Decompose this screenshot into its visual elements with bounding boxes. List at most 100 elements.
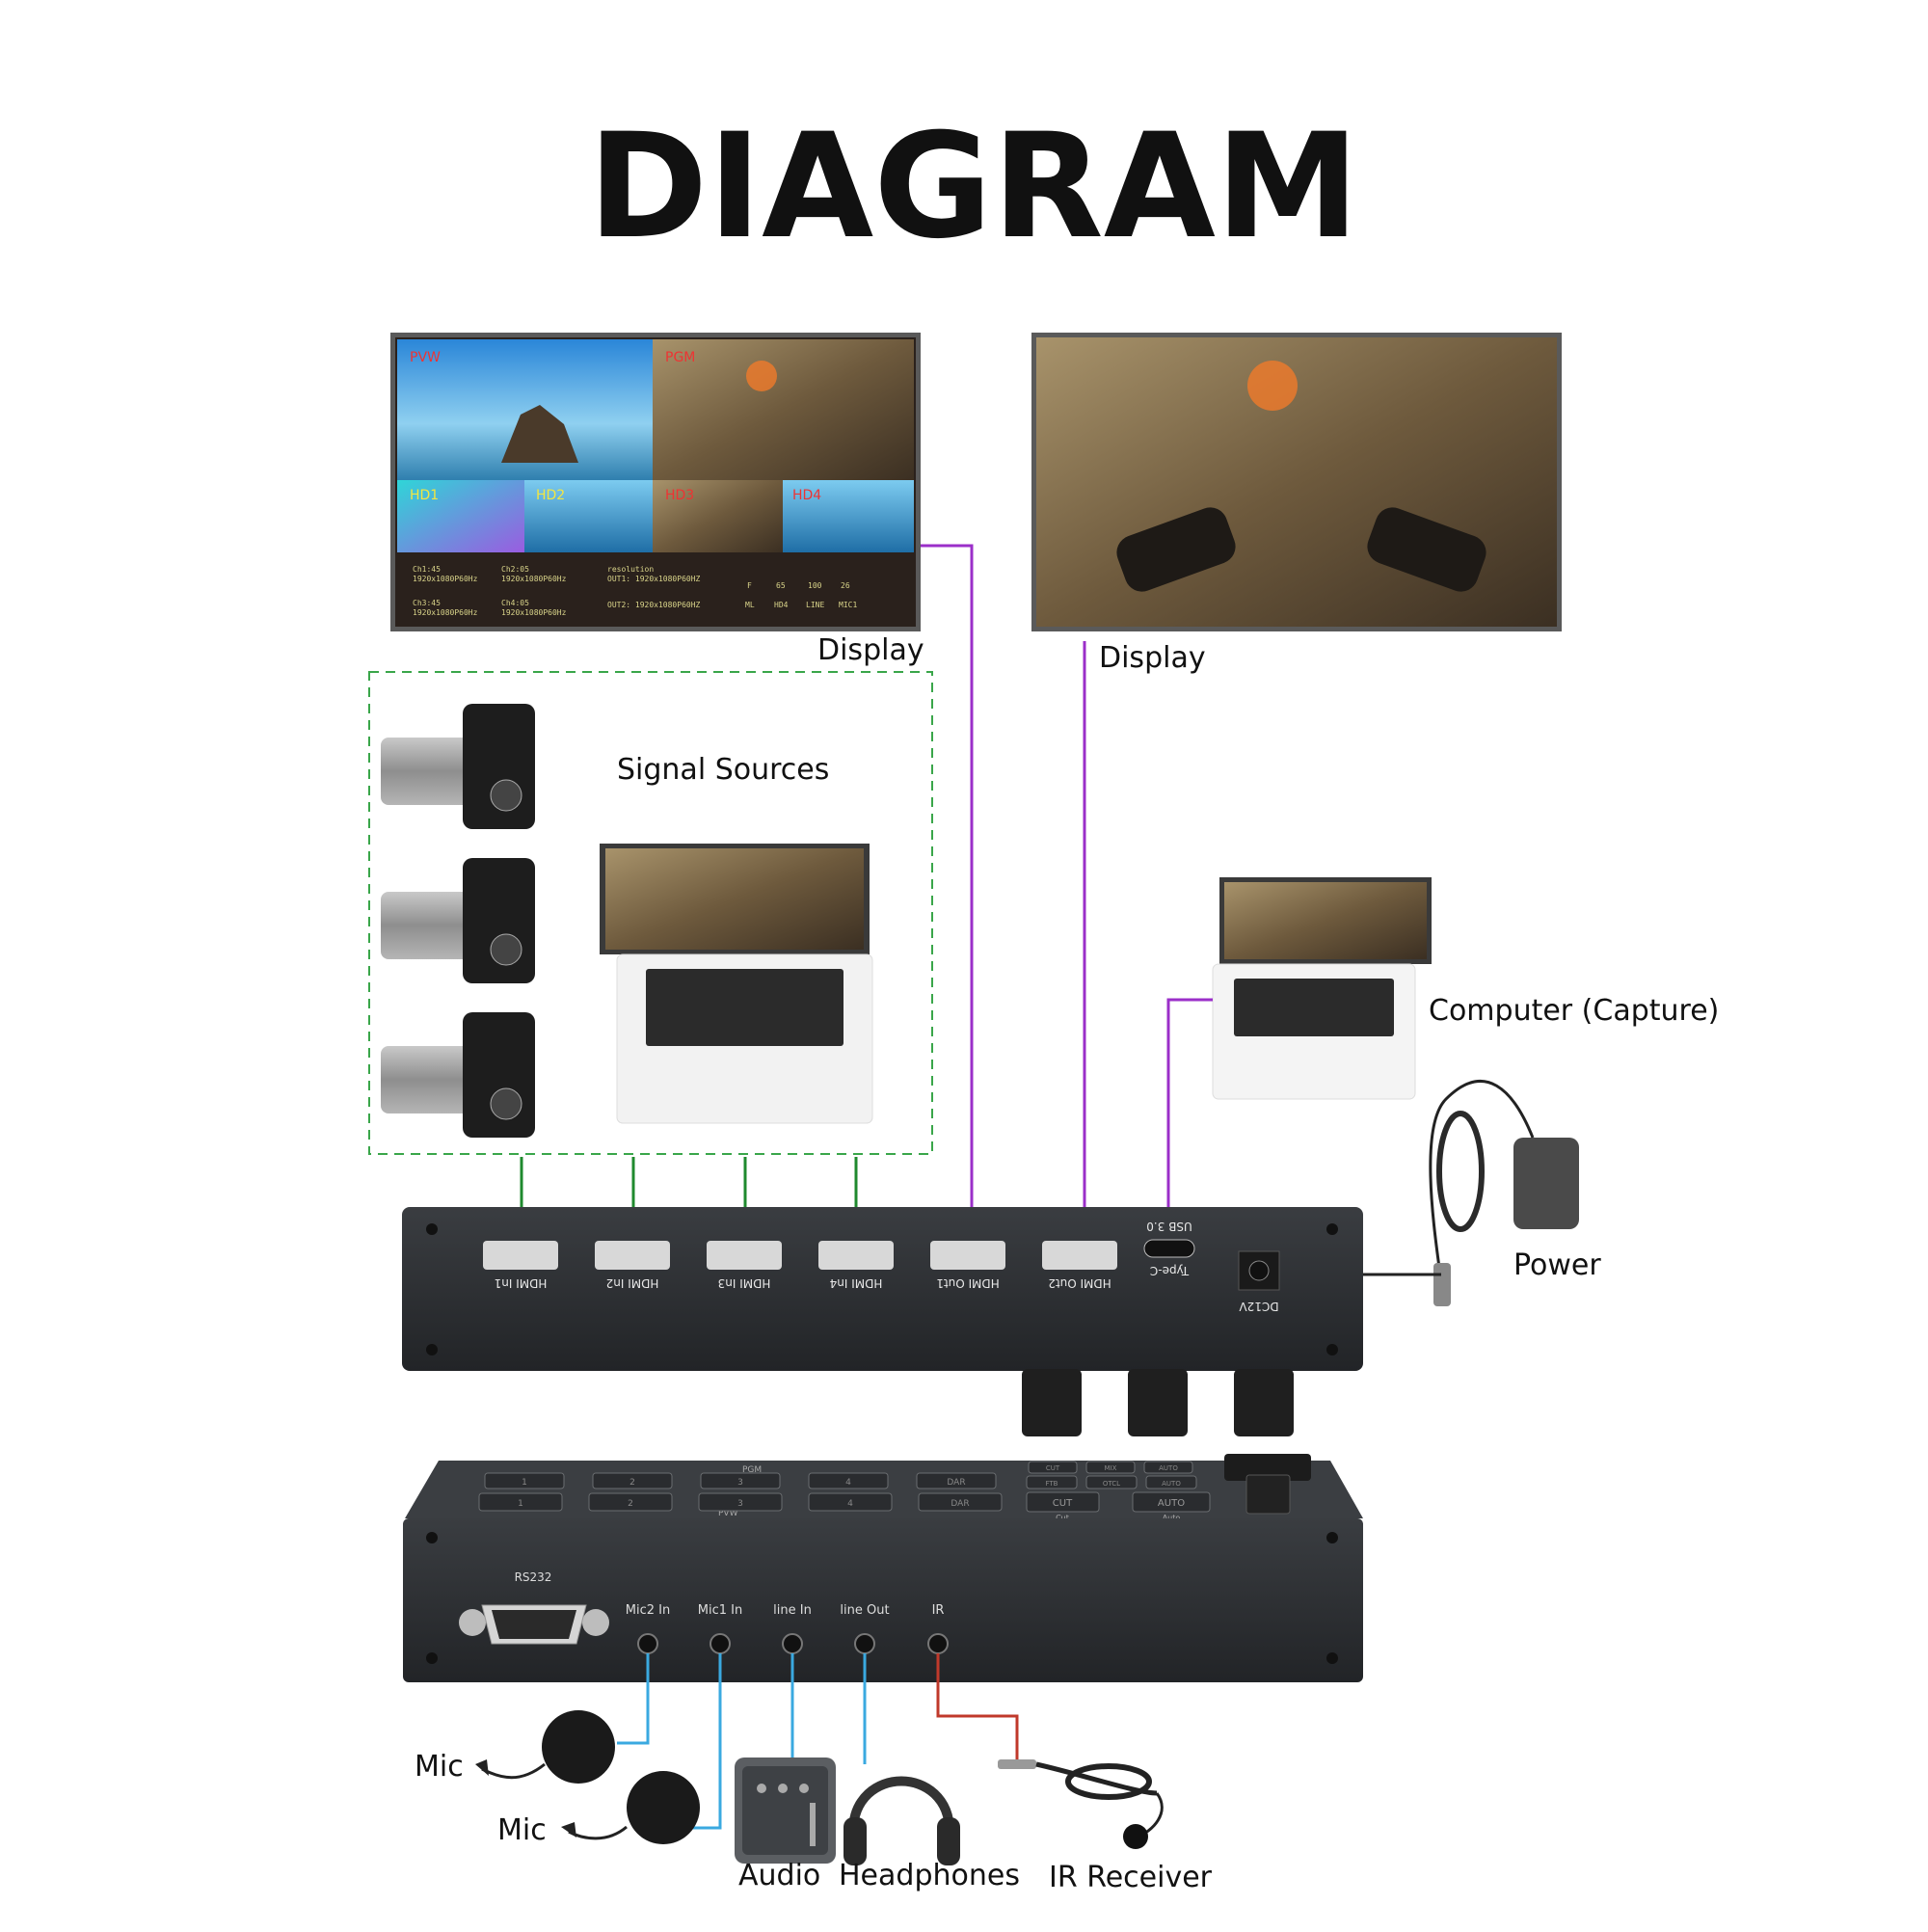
status-r0c2: resolution <box>607 565 654 574</box>
label-hd1: HD1 <box>410 488 439 503</box>
side-key-otcl[interactable]: OTCL <box>1085 1475 1138 1489</box>
pvw-key-dar[interactable]: DAR <box>918 1492 1003 1512</box>
side-key-mix[interactable]: MIX <box>1085 1461 1136 1474</box>
svg-text:2: 2 <box>629 1478 635 1488</box>
front-panel: RS232 Mic2 In Mic1 In line In line Out I… <box>403 1518 1363 1682</box>
display-program <box>1031 333 1562 631</box>
status-r0c1: Ch2:05 <box>501 565 529 574</box>
pvw-key-4[interactable]: 4 <box>808 1492 893 1512</box>
svg-text:4: 4 <box>845 1478 851 1488</box>
mic-1 <box>475 1710 615 1784</box>
signal-sources-label: Signal Sources <box>617 753 829 787</box>
dc-label: DC12V <box>1239 1300 1279 1313</box>
status-r2c1: Ch4:05 <box>501 599 529 607</box>
svg-text:FTB: FTB <box>1046 1480 1058 1488</box>
jack-label-ir: IR <box>932 1603 945 1618</box>
page-title: DIAGRAM <box>588 103 1359 271</box>
status-r1c5: 100 <box>808 581 822 590</box>
status-r1c1: 1920x1080P60Hz <box>501 575 567 583</box>
pgm-key-3[interactable]: 3 <box>700 1472 781 1489</box>
status-r1c0: 1920x1080P60Hz <box>413 575 478 583</box>
status-r1c3: F <box>747 581 752 590</box>
hd2-pane <box>524 480 653 552</box>
port-label-out2: HDMI Out2 <box>1048 1276 1111 1290</box>
label-hd3: HD3 <box>665 488 694 503</box>
status-r3c4: HD4 <box>774 601 789 609</box>
status-r3c3: ML <box>745 601 755 609</box>
svg-text:CUT: CUT <box>1053 1498 1073 1509</box>
control-panel: PGM PVW 1 2 3 4 DAR 1 2 3 4 DAR CUT MIX … <box>405 1454 1363 1522</box>
hdmi-out1-port <box>930 1241 1005 1270</box>
mic-2-label: Mic <box>497 1813 547 1847</box>
display-multiview: PVW PGM HD1 HD2 HD3 HD4 Ch1:45 Ch2:05 re… <box>390 333 921 631</box>
jack-label-line-out: line Out <box>840 1603 889 1618</box>
auto-button[interactable]: AUTO <box>1132 1491 1211 1513</box>
status-r1c2: OUT1: 1920x1080P60HZ <box>607 575 701 583</box>
usb-c-port <box>1143 1239 1195 1258</box>
svg-text:AUTO: AUTO <box>1159 1464 1178 1472</box>
computer-capture-label: Computer (Capture) <box>1429 994 1719 1028</box>
port-label-in1: HDMI In1 <box>495 1276 548 1290</box>
label-hd4: HD4 <box>792 488 821 503</box>
svg-text:OTCL: OTCL <box>1103 1480 1120 1488</box>
pvw-key-2[interactable]: 2 <box>588 1492 673 1512</box>
pgm-key-4[interactable]: 4 <box>808 1472 889 1489</box>
pvw-label: PVW <box>718 1509 738 1518</box>
status-r1c6: 26 <box>841 581 850 590</box>
headphones-device <box>844 1776 960 1865</box>
status-r3c0: 1920x1080P60Hz <box>413 608 478 617</box>
svg-text:DAR: DAR <box>947 1478 965 1488</box>
status-r3c5: LINE <box>806 601 824 609</box>
pvw-key-3[interactable]: 3 <box>698 1492 783 1512</box>
ir-receiver-device <box>998 1759 1164 1849</box>
svg-text:4: 4 <box>847 1499 853 1509</box>
status-r3c2: OUT2: 1920x1080P60HZ <box>607 601 701 609</box>
side-key-ftb[interactable]: FTB <box>1026 1475 1078 1489</box>
display-right-label: Display <box>1099 641 1206 675</box>
audio-cables <box>617 1653 1019 1830</box>
signal-sources-box <box>368 671 933 1155</box>
port-label-out1: HDMI Out1 <box>936 1276 999 1290</box>
svg-text:CUT: CUT <box>1046 1464 1060 1472</box>
pgm-pane <box>653 339 914 480</box>
ir-receiver-label: IR Receiver <box>1049 1861 1213 1894</box>
cut-button[interactable]: CUT <box>1026 1491 1100 1513</box>
jack-label-mic1: Mic1 In <box>698 1603 742 1618</box>
cut-caption: Cut <box>1056 1514 1069 1522</box>
pgm-key-dar[interactable]: DAR <box>916 1472 997 1489</box>
camera-3 <box>381 1012 535 1138</box>
side-key-auto-mid[interactable]: AUTO <box>1145 1475 1197 1489</box>
hdmi-out2-port <box>1042 1241 1117 1270</box>
audio-label: Audio <box>738 1859 820 1892</box>
svg-text:DAR: DAR <box>951 1499 969 1509</box>
hd3-pane <box>653 480 783 552</box>
display-left-label: Display <box>817 633 924 667</box>
status-r1c4: 65 <box>776 581 786 590</box>
side-key-cut-top[interactable]: CUT <box>1028 1461 1078 1474</box>
usb-bottom-label: Type-C <box>1150 1264 1190 1277</box>
mic-2 <box>561 1771 700 1844</box>
status-r0c0: Ch1:45 <box>413 565 441 574</box>
hdmi-in4-port <box>818 1241 894 1270</box>
svg-text:3: 3 <box>737 1478 743 1488</box>
headphones-label: Headphones <box>839 1859 1020 1892</box>
pgm-key-1[interactable]: 1 <box>484 1472 565 1489</box>
port-label-in2: HDMI In2 <box>606 1276 659 1290</box>
source-laptop <box>600 844 873 1124</box>
pvw-key-1[interactable]: 1 <box>478 1492 563 1512</box>
t-bar-fader[interactable] <box>1224 1454 1311 1515</box>
label-pvw: PVW <box>410 350 441 365</box>
rs232-label: RS232 <box>515 1570 552 1584</box>
mic2-jack <box>637 1633 658 1654</box>
usb-top-label: USB 3.0 <box>1146 1220 1192 1233</box>
power-adapter <box>1429 1080 1579 1306</box>
power-label: Power <box>1513 1248 1601 1282</box>
hdmi-in3-port <box>707 1241 782 1270</box>
hd1-pane <box>397 480 524 552</box>
line-out-jack <box>854 1633 875 1654</box>
hdmi-in1-port <box>483 1241 558 1270</box>
side-key-auto-top[interactable]: AUTO <box>1143 1461 1193 1474</box>
svg-text:MIX: MIX <box>1105 1464 1117 1472</box>
pgm-key-2[interactable]: 2 <box>592 1472 673 1489</box>
camera-1 <box>381 704 535 829</box>
